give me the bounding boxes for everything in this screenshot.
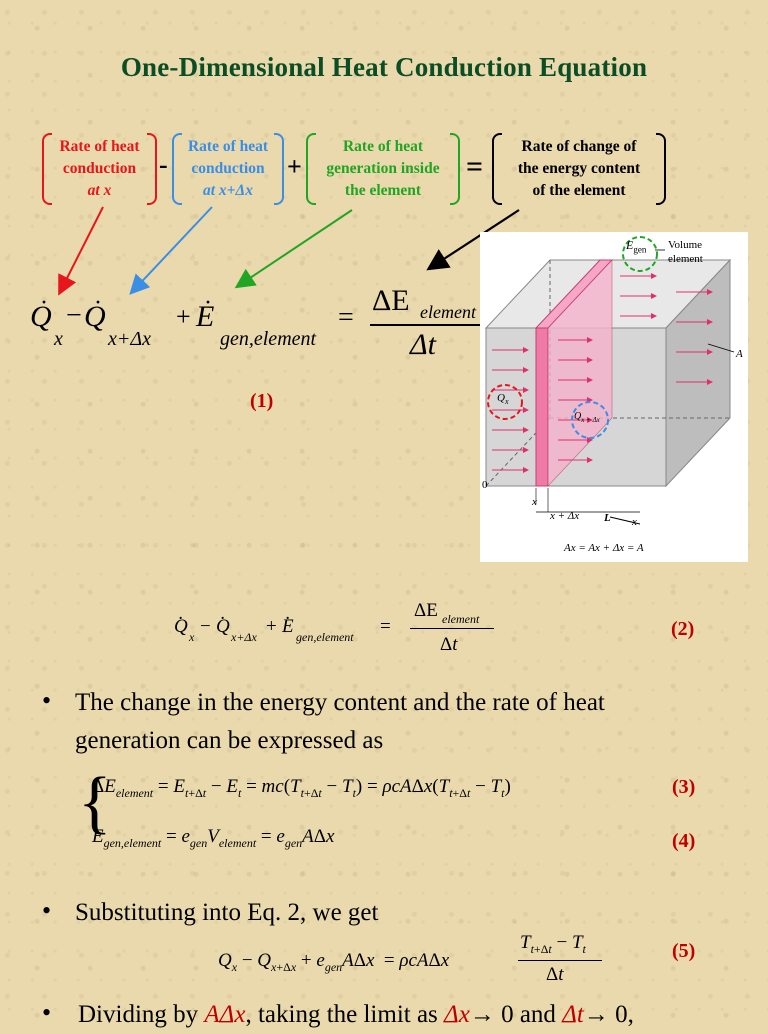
equation-3: ΔEelement = Et+Δt − Et = mc(Tt+Δt − Tt) … (92, 776, 511, 800)
arrow-black (426, 209, 520, 271)
fig-x-axis: x (632, 516, 637, 528)
page-title: One-Dimensional Heat Conduction Equation (120, 52, 648, 82)
eq1-num: ΔE (372, 284, 410, 317)
arrow-red (58, 206, 104, 296)
equation-5-label: (5) (672, 940, 696, 962)
fig-zero: 0 (482, 479, 488, 491)
bullet-1-text: The change in the energy content and the… (75, 684, 605, 760)
equations-3-4: { ΔEelement = Et+Δt − Et = mc(Tt+Δt − Tt… (78, 764, 511, 850)
bullet-2-text: Substituting into Eq. 2, we get (75, 899, 379, 926)
box4-line3: of the element (532, 182, 626, 199)
minus-operator: - (159, 150, 168, 179)
volume-element-figure: Egen Volume element A Qx Qx + Δx 0 x x +… (480, 232, 748, 562)
bullet-1-line2: generation can be expressed as (75, 727, 384, 754)
equation-3-label: (3) (672, 776, 696, 798)
eq1-q2: Q (84, 300, 106, 333)
equation-5: Qx − Qx+Δx + egenAΔx = ρcAΔx Tt+Δt − Tt … (218, 930, 618, 990)
equals-operator: = (466, 150, 484, 183)
box-generation: Rate of heat generation inside the eleme… (306, 133, 460, 205)
bullet-3-text: Dividing by AΔx, taking the limit as Δx→… (78, 996, 634, 1034)
equation-2-label: (2) (671, 618, 695, 640)
box-conduction-at-x-dx: Rate of heat conduction at x+Δx (172, 133, 284, 205)
box3-line3: the element (344, 182, 422, 199)
fig-x: x (532, 496, 537, 508)
eq1-sub-gen: gen,element (220, 328, 317, 350)
equation-4: Egen,element = egenVelement = egenAΔx (92, 826, 335, 850)
bullet-3-dt: Δt (562, 1001, 584, 1028)
box-energy-change: Rate of change of the energy content of … (492, 133, 666, 205)
eq1-e: E (196, 300, 215, 333)
equation-2: Q· x − Q· x+Δx + E· gen,element = ΔE ele… (174, 600, 504, 664)
plus-operator: + (287, 152, 302, 181)
arrow-green (234, 209, 353, 289)
box1-line3: at x (87, 182, 112, 199)
bullet-1-dot: • (42, 686, 52, 715)
bullet-2-dot: • (42, 896, 52, 925)
fig-area-label: A (736, 348, 743, 360)
box1-line1: Rate of heat (59, 138, 140, 155)
equation-1-label: (1) (250, 390, 274, 412)
fig-area-eq: Ax = Ax + Δx = A (564, 542, 644, 554)
eq1-sub-x: x (54, 328, 63, 350)
eq1-den: Δt (410, 328, 436, 361)
fig-qx: Qx (497, 392, 509, 407)
fig-qxdx: Qx + Δx (574, 411, 600, 424)
eq1-num-sub: element (420, 302, 476, 322)
pointer-arrows (58, 206, 520, 296)
box3-line1: Rate of heat (342, 138, 424, 155)
eq1-q: Q (30, 300, 52, 333)
arrow-blue (129, 206, 213, 295)
equation-1: Q · x − Q · x+Δx + E · gen,element = ΔE … (30, 284, 490, 370)
fig-egen: Egen (626, 238, 647, 255)
fig-volume-label: Volume element (668, 239, 703, 265)
fig-L: L (604, 512, 611, 524)
box-conduction-at-x: Rate of heat conduction at x (42, 133, 157, 205)
eq1-sub-xdx: x+Δx (108, 328, 151, 350)
box2-line1: Rate of heat (187, 138, 269, 155)
box2-line2: conduction (191, 160, 265, 177)
box4-line1: Rate of change of (521, 138, 637, 155)
bullet-3-dot: • (42, 998, 52, 1027)
fig-x-dx: x + Δx (550, 510, 580, 522)
equation-4-label: (4) (672, 830, 696, 852)
bullet-1-line1: The change in the energy content and the… (75, 689, 605, 716)
box3-line2: generation inside (326, 160, 440, 177)
box4-line2: the energy content (517, 160, 641, 177)
figure-drawing (484, 236, 735, 525)
box2-line3: at x+Δx (203, 182, 253, 199)
box1-line2: conduction (62, 160, 137, 177)
